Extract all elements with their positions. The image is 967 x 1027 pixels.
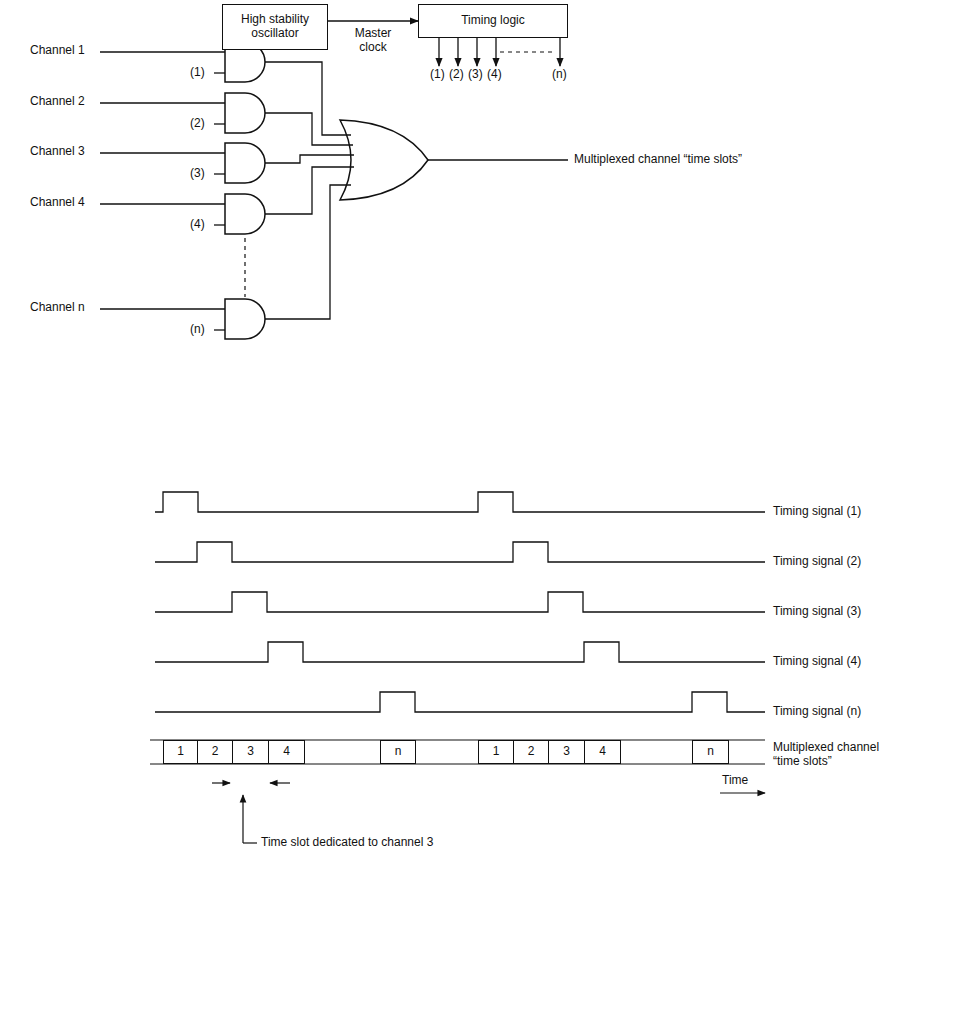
channel-wire [100,152,225,153]
slot-number: 2 [212,745,219,759]
signal-name: Timing signal (3) [773,605,861,619]
channel-wire [100,308,225,309]
timing-input-name: (n) [190,323,205,337]
box-label: High stability oscillator [229,13,321,41]
timing-input [214,329,225,330]
slot-number: 3 [563,745,570,759]
output-name: (1) [430,68,445,82]
channel-wire [100,51,225,52]
channel-wire [100,203,225,204]
slot-number: n [707,745,714,759]
channel-name: Channel 4 [30,196,85,210]
time-slot: 4 [584,740,621,764]
output-name: (2) [449,68,464,82]
gate-wires [265,62,354,319]
slot-number: 3 [247,745,254,759]
timing-outputs [439,38,560,66]
output-name: (3) [468,68,483,82]
signal-name: Timing signal (2) [773,555,861,569]
time-slot: 1 [163,740,198,764]
channel-name: Channel 1 [30,44,85,58]
signal-name: Timing signal (1) [773,505,861,519]
and-gate [225,299,265,339]
slot-number: n [395,745,402,759]
and-gate [225,143,265,183]
output-wire [428,159,568,160]
time-slot: n [380,740,416,764]
channel-name: Channel 3 [30,145,85,159]
oscillator-box: High stability oscillator [222,4,328,50]
and-gate [225,93,265,133]
channel-wire [100,102,225,103]
slot-marker [212,783,765,843]
slot-number: 1 [493,745,500,759]
time-slot: 4 [268,740,305,764]
box-label: Timing logic [461,14,525,28]
edge-label: Master clock [349,27,397,55]
timing-input [214,173,225,174]
and-gate [225,194,265,234]
time-slot: 3 [548,740,585,764]
axis-name: Time [722,774,748,788]
channel-name: Channel n [30,301,85,315]
slot-number: 4 [599,745,606,759]
or-gate [340,120,428,200]
timing-waveform [155,492,765,512]
slot-strip [150,740,765,764]
signal-name: Timing signal (n) [773,705,861,719]
output-name: Multiplexed channel “time slots” [574,153,742,167]
time-slot: 3 [232,740,269,764]
time-slot: 2 [197,740,233,764]
timing-input [214,72,225,73]
slot-number: 2 [528,745,535,759]
time-slot: 1 [478,740,514,764]
timing-waveform [155,592,765,612]
timing-input-name: (4) [190,218,205,232]
output-name: (4) [487,68,502,82]
timing-logic-box: Timing logic [418,4,568,38]
timing-input [214,224,225,225]
clock-arrow [328,20,418,21]
timing-input [214,123,225,124]
timing-waveform [155,642,765,662]
callout-note: Time slot dedicated to channel 3 [261,836,433,850]
timing-input-name: (1) [190,66,205,80]
continuation-dashes [245,52,555,297]
slot-number: 1 [177,745,184,759]
strip-name: Multiplexed channel “time slots” [773,741,908,769]
timing-waveform [155,542,765,562]
slot-number: 4 [283,745,290,759]
timing-input-name: (3) [190,167,205,181]
timing-waveform [155,692,765,712]
time-slot: n [692,740,729,764]
output-name: (n) [552,68,567,82]
timing-input-name: (2) [190,117,205,131]
channel-name: Channel 2 [30,95,85,109]
time-slot: 2 [513,740,549,764]
signal-name: Timing signal (4) [773,655,861,669]
